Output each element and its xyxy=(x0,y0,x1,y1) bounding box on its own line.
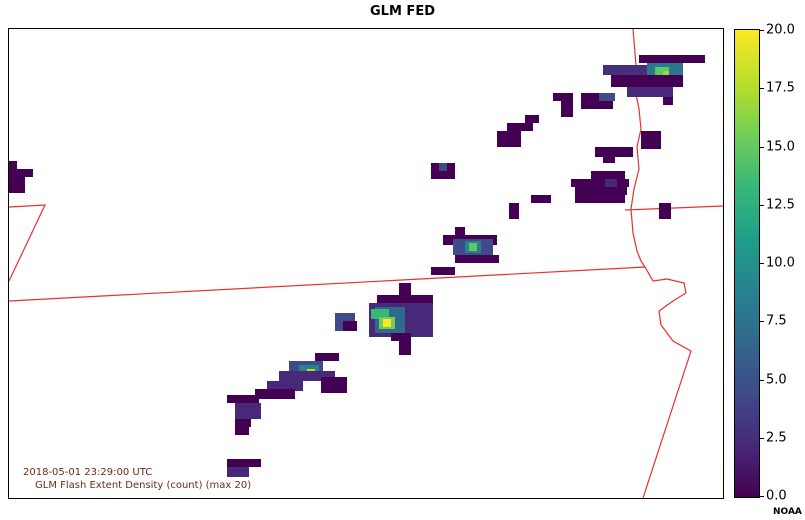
colorbar-tick-label: 12.5 xyxy=(766,197,795,213)
colorbar-tick xyxy=(760,30,764,31)
colorbar-tick xyxy=(760,204,764,206)
colorbar-tick xyxy=(760,496,764,497)
timestamp-label: 2018-05-01 23:29:00 UTC xyxy=(23,467,153,478)
map-title: GLM FED xyxy=(370,4,435,19)
colorbar xyxy=(734,29,760,498)
credit-label: NOAA xyxy=(773,507,802,517)
colorbar-tick xyxy=(760,263,764,264)
boundary-line xyxy=(9,204,46,282)
colorbar-tick xyxy=(760,146,764,148)
flash-density-map xyxy=(9,29,723,498)
flash-cells xyxy=(9,55,705,477)
colorbar-tick xyxy=(760,437,764,439)
boundary-line xyxy=(9,266,692,498)
product-label: GLM Flash Extent Density (count) (max 20… xyxy=(35,480,252,491)
colorbar-tick-label: 20.0 xyxy=(766,22,795,38)
colorbar-tick-label: 5.0 xyxy=(766,372,787,387)
map-panel[interactable]: 2018-05-01 23:29:00 UTC GLM Flash Extent… xyxy=(8,28,724,499)
boundary-line xyxy=(624,205,723,211)
colorbar-tick-label: 15.0 xyxy=(766,139,795,154)
colorbar-tick-label: 10.0 xyxy=(766,255,795,271)
colorbar-tick-label: 0.0 xyxy=(766,488,787,504)
colorbar-tick xyxy=(760,88,764,90)
colorbar-tick-label: 7.5 xyxy=(766,313,787,329)
colorbar-tick-label: 17.5 xyxy=(766,80,795,96)
colorbar-tick xyxy=(760,321,764,323)
colorbar-tick-label: 2.5 xyxy=(766,430,787,446)
colorbar-tick xyxy=(760,379,764,381)
state-boundaries xyxy=(9,29,723,498)
